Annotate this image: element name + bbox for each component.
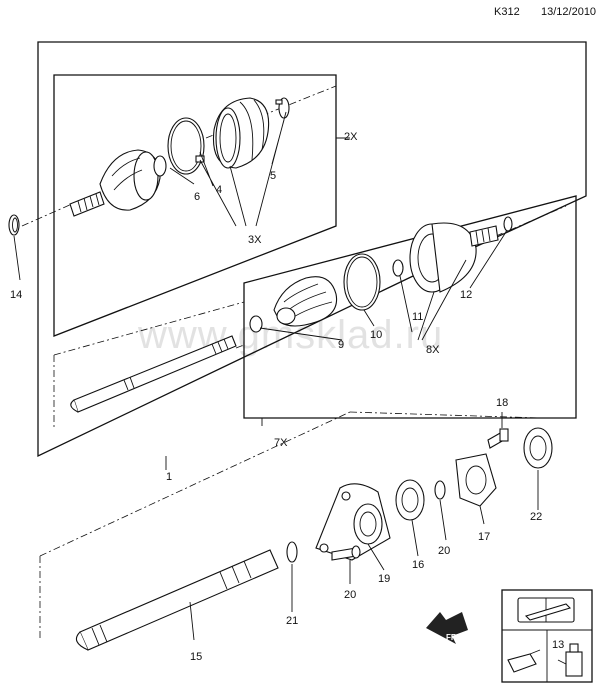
callout-6: 6 xyxy=(194,191,200,203)
outer-frame xyxy=(37,41,587,458)
clamp-5[interactable] xyxy=(275,97,290,119)
clamp-6[interactable] xyxy=(153,155,167,177)
inner-boot-kit-frame xyxy=(243,195,577,419)
front-marker-label: FRT xyxy=(446,633,462,642)
callout-18: 18 xyxy=(496,397,508,409)
bearing-16[interactable] xyxy=(395,479,425,521)
diagram-code: K312 xyxy=(494,6,520,18)
snap-ring-14[interactable] xyxy=(8,214,20,236)
front-arrow-icon: FRT xyxy=(426,612,468,644)
callout-16: 16 xyxy=(412,559,424,571)
inner-boot[interactable] xyxy=(249,276,338,333)
callout-11: 11 xyxy=(412,311,423,323)
clamp-4[interactable] xyxy=(167,117,205,175)
ring-21[interactable] xyxy=(286,541,298,563)
intermediate-shaft[interactable] xyxy=(70,335,237,413)
callout-3x: 3X xyxy=(248,234,262,246)
ring-12[interactable] xyxy=(503,216,513,232)
callout-1: 1 xyxy=(166,471,172,483)
diagram-date: 13/12/2010 xyxy=(541,6,597,18)
outer-boot[interactable] xyxy=(212,97,270,169)
bolt-18[interactable] xyxy=(487,428,509,449)
callout-8x: 8X xyxy=(426,344,440,356)
callout-22: 22 xyxy=(530,511,542,523)
lubricant-tube-icon xyxy=(507,649,541,673)
outer-cv-joint[interactable] xyxy=(69,149,161,217)
support-bracket-19[interactable] xyxy=(315,483,391,561)
callout-10: 10 xyxy=(370,329,382,341)
callout-7x: 7X xyxy=(274,437,288,449)
bearing-housing-17[interactable] xyxy=(455,453,497,507)
callout-2x: 2X xyxy=(344,131,358,143)
outer-boot-kit-frame xyxy=(53,74,337,337)
legend-box xyxy=(501,589,593,683)
inner-tripod-joint[interactable] xyxy=(409,222,499,293)
clamp-11[interactable] xyxy=(392,259,404,277)
manual-wrench-icon xyxy=(517,597,575,623)
clip-20-right[interactable] xyxy=(434,480,446,500)
drive-shaft-15[interactable] xyxy=(75,549,279,651)
callout-5: 5 xyxy=(270,170,276,182)
clamp-10[interactable] xyxy=(343,253,381,311)
bolt-20-left[interactable] xyxy=(331,545,361,561)
callout-15: 15 xyxy=(190,651,202,663)
callout-20-left: 20 xyxy=(344,589,356,601)
callout-9: 9 xyxy=(338,339,344,351)
callout-12: 12 xyxy=(460,289,472,301)
callout-13: 13 xyxy=(552,639,564,651)
callout-21: 21 xyxy=(286,615,298,627)
callout-4: 4 xyxy=(216,184,222,196)
callout-14: 14 xyxy=(10,289,22,301)
callout-19: 19 xyxy=(378,573,390,585)
seal-22[interactable] xyxy=(523,427,553,469)
callout-20-right: 20 xyxy=(438,545,450,557)
callout-17: 17 xyxy=(478,531,490,543)
grease-can-icon xyxy=(557,643,583,677)
